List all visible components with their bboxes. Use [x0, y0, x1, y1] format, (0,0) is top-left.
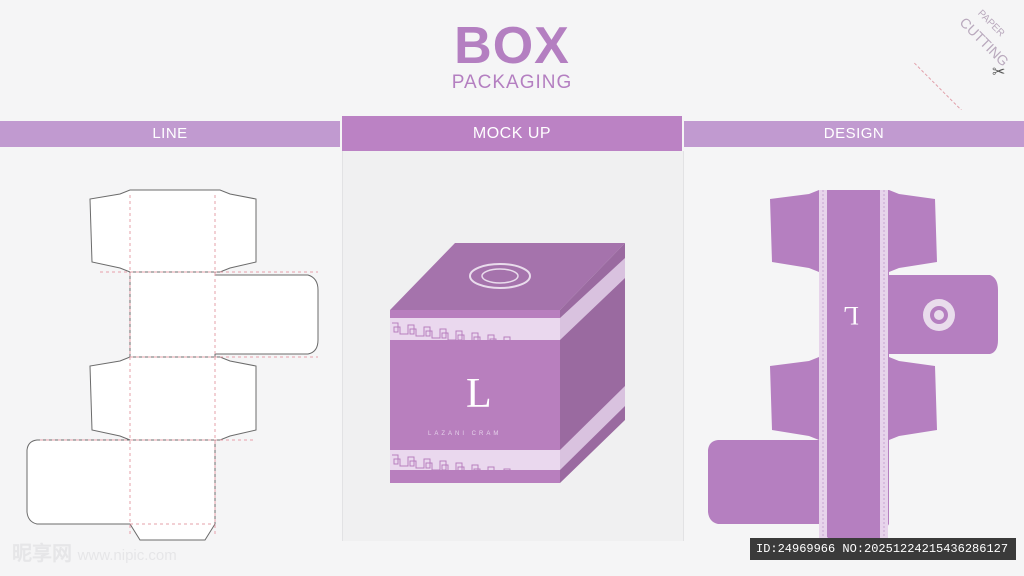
- section-label-line: LINE: [0, 121, 340, 147]
- watermark-url: www.nipic.com: [77, 547, 177, 564]
- section-label-mockup: MOCK UP: [342, 116, 682, 151]
- image-id-bar: ID:24969966 NO:20251224215436286127: [750, 538, 1016, 560]
- section-label-design: DESIGN: [684, 121, 1024, 147]
- watermark-cn: 昵享网: [12, 543, 72, 565]
- scissors-icon: ✂: [992, 64, 1006, 81]
- box-letter: L: [466, 371, 492, 417]
- box-brand: LAZANI CRAM: [428, 431, 502, 437]
- box-top-face: [390, 243, 625, 310]
- design-letter: L: [843, 301, 859, 330]
- box-side-band-bottom: [560, 386, 625, 470]
- design-band-left: [819, 190, 827, 540]
- fold-lines: [40, 195, 318, 535]
- box-mockup: [390, 243, 625, 483]
- watermark: 昵享网 www.nipic.com: [12, 537, 177, 566]
- page-subtitle: PACKAGING: [451, 72, 573, 93]
- dieline-outline: [26, 189, 319, 541]
- box-logo-icon: [469, 263, 531, 289]
- design-dieline: [708, 190, 998, 540]
- box-side-band-top: [560, 258, 625, 340]
- design-band-right: [880, 190, 888, 540]
- page-title: BOX: [454, 17, 570, 75]
